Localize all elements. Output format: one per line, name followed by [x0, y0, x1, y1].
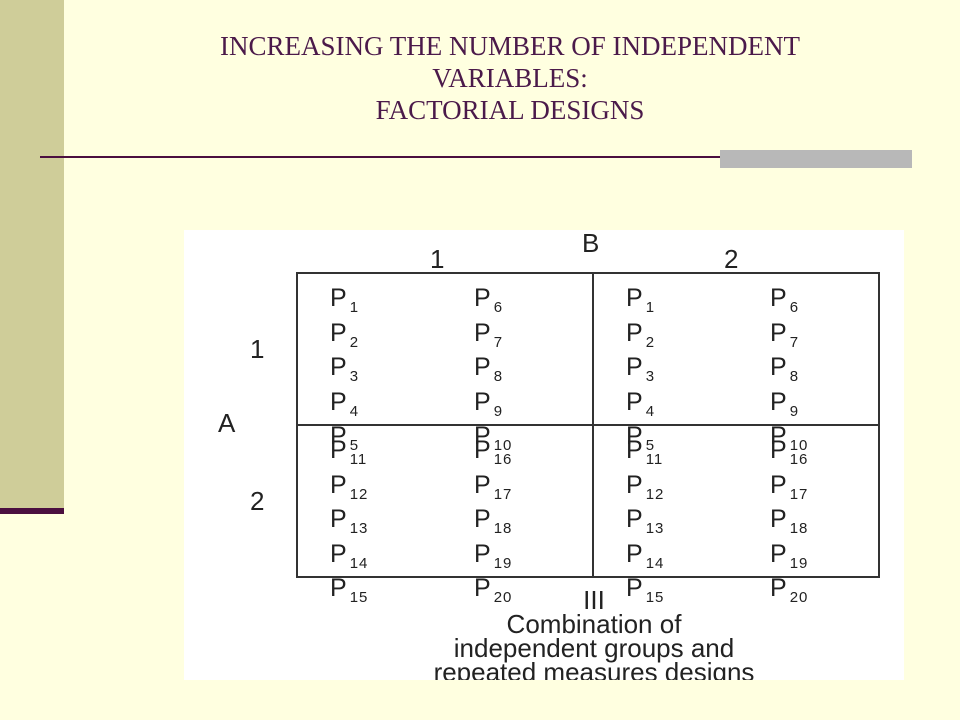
participant-label: P19 — [474, 539, 513, 572]
participant-label: P5 — [626, 422, 656, 454]
figure-caption-line-2: independent groups and — [453, 633, 735, 663]
slide-title: INCREASING THE NUMBER OF INDEPENDENT VAR… — [70, 30, 950, 126]
participant-label: P3 — [626, 353, 656, 385]
participant-label: P13 — [330, 505, 369, 537]
title-line-3: FACTORIAL DESIGNS — [375, 95, 645, 125]
factor-a-level-1: 1 — [250, 334, 265, 364]
sidebar-accent-bar — [0, 508, 64, 514]
participant-label: P2 — [330, 318, 360, 351]
factor-b-level-2: 2 — [724, 244, 739, 274]
participant-label: P12 — [330, 470, 369, 503]
figure-caption-line-1: Combination of — [506, 609, 682, 639]
participant-label: P19 — [770, 539, 809, 572]
participant-label: P6 — [474, 284, 504, 316]
participant-label: P14 — [626, 539, 665, 572]
participant-label: P5 — [330, 422, 360, 454]
participant-label: P11 — [626, 436, 664, 468]
title-line-2: VARIABLES: — [432, 63, 588, 93]
participant-label: P3 — [330, 353, 360, 385]
participant-label: P12 — [626, 470, 665, 503]
participant-label: P10 — [770, 422, 809, 454]
participant-label: P8 — [474, 353, 504, 385]
participant-label: P4 — [626, 387, 656, 420]
participant-label: P16 — [474, 436, 513, 468]
participant-label: P6 — [770, 284, 800, 316]
title-underline-accent — [720, 150, 912, 168]
participant-label: P17 — [474, 470, 513, 503]
grid-horizontal-divider — [298, 424, 878, 426]
sidebar-band — [0, 0, 64, 508]
participant-label: P7 — [474, 318, 504, 351]
participant-label: P8 — [770, 353, 800, 385]
participant-label: P20 — [474, 574, 513, 606]
participant-label: P9 — [474, 387, 504, 420]
participant-label: P7 — [770, 318, 800, 351]
factor-a-level-2: 2 — [250, 486, 265, 516]
participant-label: P14 — [330, 539, 369, 572]
figure-caption-numeral: III — [583, 585, 605, 615]
participant-label: P1 — [330, 284, 360, 316]
participant-label: P11 — [330, 436, 368, 468]
title-underline — [40, 156, 912, 158]
participant-label: P15 — [330, 574, 369, 606]
factor-a-label: A — [218, 408, 236, 438]
factor-b-label: B — [582, 230, 600, 258]
participant-label: P15 — [626, 574, 665, 606]
factor-b-level-1: 1 — [430, 244, 445, 274]
participant-label: P10 — [474, 422, 513, 454]
participant-label: P9 — [770, 387, 800, 420]
participant-label: P17 — [770, 470, 809, 503]
participant-label: P13 — [626, 505, 665, 537]
participant-label: P4 — [330, 387, 360, 420]
participant-label: P1 — [626, 284, 656, 316]
title-line-1: INCREASING THE NUMBER OF INDEPENDENT — [220, 31, 800, 61]
figure-caption-line-3: repeated measures designs — [433, 657, 755, 680]
participant-label: P20 — [770, 574, 809, 606]
participant-label: P16 — [770, 436, 809, 468]
participant-label: P18 — [770, 505, 809, 537]
participant-label: P2 — [626, 318, 656, 351]
participant-label: P18 — [474, 505, 513, 537]
